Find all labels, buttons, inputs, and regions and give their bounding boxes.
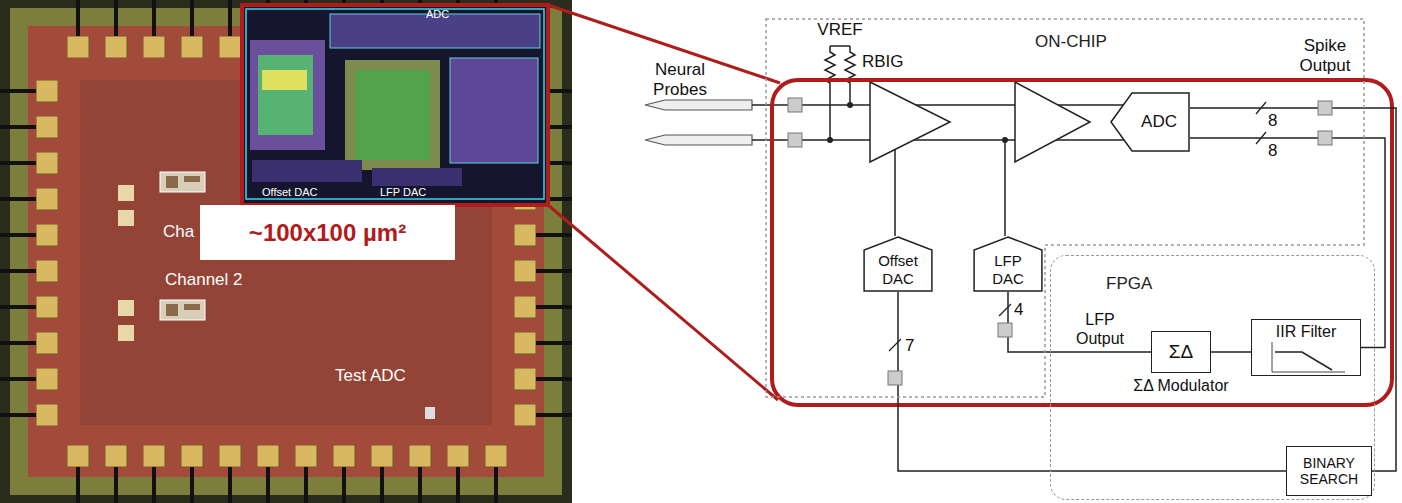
output-label: Spike Output — [1294, 36, 1356, 75]
channel-layout — [166, 304, 178, 316]
chip-label: Channel 2 — [165, 270, 243, 290]
layout-block — [345, 60, 440, 170]
inner-pad — [118, 300, 134, 316]
bus-width: 4 — [1014, 300, 1023, 320]
chip-frame — [10, 8, 562, 495]
bond-pads — [36, 80, 58, 426]
signal-wire — [1190, 108, 1396, 471]
layout-label: Offset DAC — [262, 186, 317, 199]
bond-wires — [67, 467, 507, 503]
channel-layout — [166, 176, 178, 188]
io-pad — [888, 371, 902, 385]
resistor-symbol — [825, 46, 835, 140]
inner-pad — [118, 210, 134, 226]
layout-label: LFP DAC — [380, 186, 426, 199]
on-chip-region: ON-CHIP ADC Offset DAC LFP DAC — [765, 18, 1365, 398]
layout-block — [355, 70, 430, 160]
chip-label: Cha — [163, 222, 194, 242]
channel-layout — [160, 300, 205, 320]
region-outline — [766, 19, 1364, 397]
io-pad — [788, 98, 802, 112]
layout-block — [250, 40, 325, 150]
layout-block — [262, 70, 307, 90]
signal-wire — [1211, 351, 1251, 353]
neural-probe — [645, 135, 752, 145]
io-pad — [998, 323, 1012, 337]
adc-outline — [1111, 93, 1189, 151]
adc-block: ADC — [1110, 92, 1190, 152]
layout-label: ADC — [426, 8, 449, 21]
chip-label: Test ADC — [335, 366, 406, 386]
signal-wire — [1190, 138, 1385, 348]
inner-pad — [118, 325, 134, 341]
filter-axes — [1272, 342, 1345, 372]
resistor-symbol — [845, 46, 855, 105]
reference-wire — [830, 45, 850, 47]
neural-probe — [645, 100, 752, 110]
bus-width: 7 — [905, 336, 914, 356]
lfp-dac-block: LFP DAC — [973, 236, 1043, 292]
node-label: LFP DAC — [973, 252, 1043, 287]
amplifier-symbol — [1015, 82, 1090, 162]
offset-dac-block: Offset DAC — [863, 236, 933, 292]
size-callout: ~100x100 µm² — [200, 205, 455, 260]
io-pad — [1318, 131, 1332, 145]
chip-photo-ground — [0, 0, 572, 503]
layout-block — [372, 168, 462, 186]
wire-label: LFP Output — [1069, 311, 1131, 348]
node-label: BINARY SEARCH — [1287, 455, 1371, 487]
test-adc-layout — [425, 407, 435, 419]
channel-layout — [184, 176, 200, 182]
channel-layout — [160, 172, 205, 192]
node-label: ~100x100 µm² — [249, 219, 406, 247]
node-label: ADC — [1123, 112, 1177, 132]
amplifier-symbol — [870, 82, 950, 162]
bus-width: 8 — [1268, 141, 1277, 161]
bond-pads — [67, 445, 507, 467]
lowpass-curve — [1275, 352, 1332, 370]
search-box: BINARY SEARCH — [1286, 446, 1372, 496]
io-pad — [788, 133, 802, 147]
signal-wire — [898, 292, 1286, 471]
dac-wire — [895, 140, 1005, 236]
bond-wires — [0, 80, 36, 426]
junction-dot — [847, 102, 853, 108]
filter-box: IIR Filter — [1251, 319, 1361, 376]
layout-block — [450, 58, 538, 163]
signal-name: VREF — [817, 20, 862, 40]
layout-inset — [242, 5, 548, 205]
bus-slash — [889, 102, 1266, 351]
layout-outline — [246, 9, 544, 199]
chip-die — [28, 26, 544, 477]
junction-dot — [827, 137, 833, 143]
io-pad — [1318, 101, 1332, 115]
zoom-frame — [242, 5, 548, 205]
probe-label: Neural Probes — [644, 60, 716, 99]
zoom-leader — [548, 205, 778, 400]
node-label: FPGA — [1106, 274, 1152, 294]
zoom-outline — [772, 80, 1392, 405]
node-label: IIR Filter — [1276, 323, 1336, 341]
modulator-box: ΣΔΣΔ Modulator — [1151, 331, 1211, 373]
node-label: ON-CHIP — [1035, 32, 1107, 52]
signal-wire — [1008, 292, 1151, 352]
layout-block — [258, 55, 313, 135]
channel-layout — [184, 304, 200, 310]
fpga-region: FPGAΣΔΣΔ ModulatorIIR FilterBINARY SEARC… — [1050, 255, 1375, 500]
inner-pad — [118, 185, 134, 201]
layout-block — [252, 160, 362, 182]
bus-width: 8 — [1268, 111, 1277, 131]
region-outline — [765, 18, 1365, 398]
component-name: RBIG — [862, 52, 904, 72]
junction-dot — [1002, 137, 1008, 143]
node-label: ΣΔ — [1169, 341, 1193, 363]
node-label: Offset DAC — [863, 252, 933, 287]
node-caption: ΣΔ Modulator — [1133, 377, 1228, 395]
